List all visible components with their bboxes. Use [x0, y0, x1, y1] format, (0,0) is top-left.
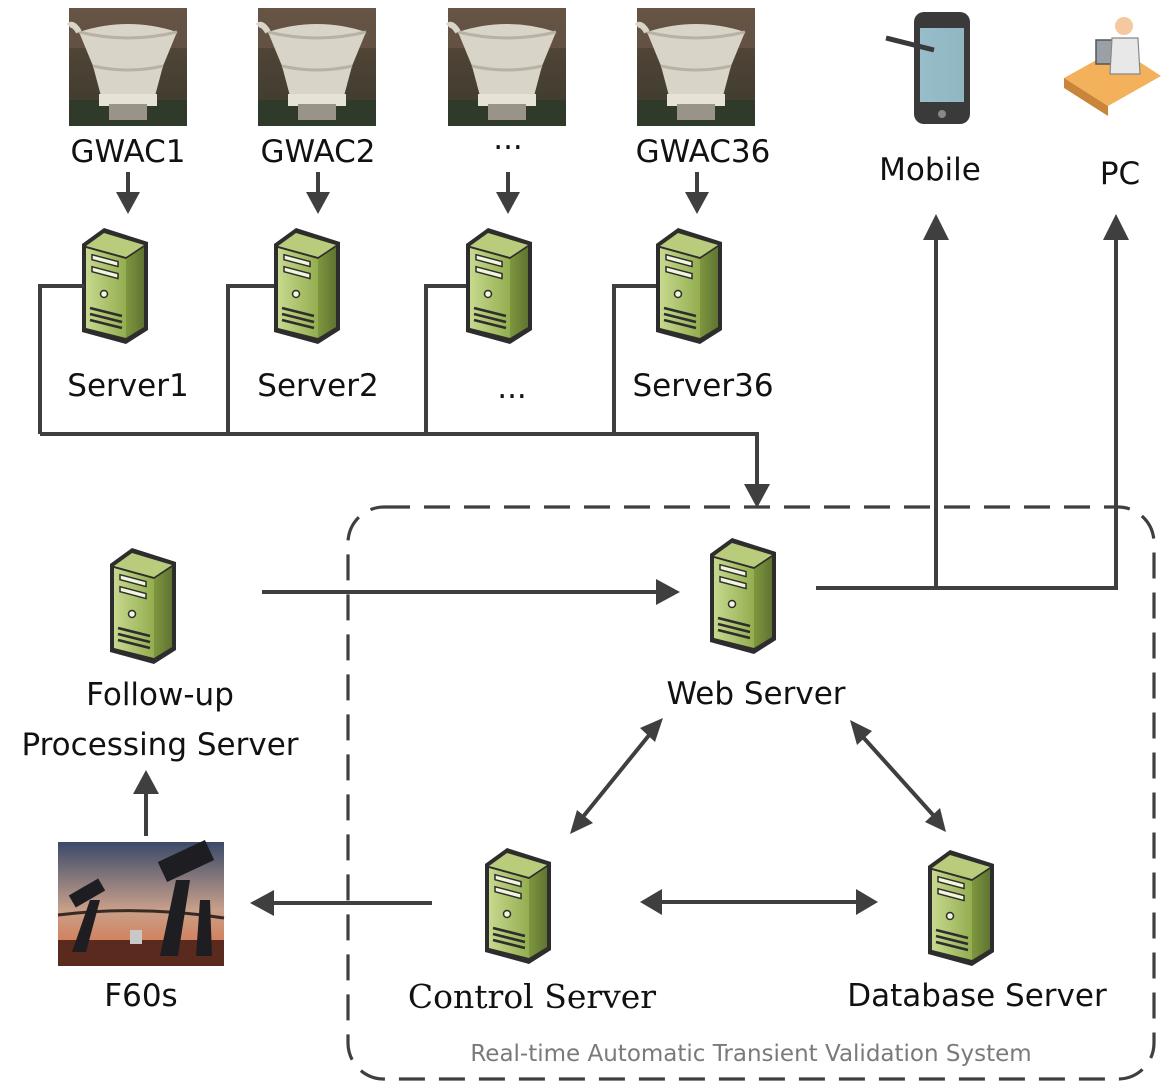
server1-label: Server1 [67, 368, 188, 404]
server-more-label: ... [497, 370, 527, 406]
arrow-followup-web [262, 579, 680, 605]
tablet-icon [885, 12, 970, 124]
system-boundary [346, 505, 1156, 1081]
gwac36-photo [637, 8, 755, 126]
gwac1-photo [69, 8, 187, 126]
followup-label-line2: Processing Server [21, 727, 298, 763]
f60-telescope-photo [57, 840, 225, 966]
arrow-web-control [570, 718, 663, 834]
arrow-f60-followup [133, 770, 159, 836]
arrow-control-database [640, 889, 878, 915]
gwac1-label: GWAC1 [70, 134, 185, 170]
web-server-label: Web Server [666, 676, 845, 712]
server-bus [38, 284, 770, 508]
server1-icon [80, 226, 150, 346]
server2-label: Server2 [257, 368, 378, 404]
arrow-web-database [850, 720, 946, 832]
database-server-icon [926, 848, 996, 968]
followup-label-line1: Follow-up [86, 677, 234, 713]
arrow-gwac-more-server-more [496, 172, 520, 214]
arrow-control-f60 [250, 890, 432, 916]
arrow-gwac1-server1 [116, 172, 140, 214]
mobile-label: Mobile [879, 152, 981, 188]
server2-icon [272, 226, 342, 346]
pc-label: PC [1100, 156, 1140, 192]
web-server-icon [708, 536, 778, 656]
gwac-more-label: ··· [493, 130, 523, 166]
gwac-more-photo [448, 8, 566, 126]
system-caption: Real-time Automatic Transient Validation… [470, 1041, 1031, 1067]
followup-server-icon [108, 546, 178, 666]
gwac2-label: GWAC2 [260, 134, 375, 170]
database-server-label: Database Server [847, 978, 1107, 1014]
control-server-icon [483, 846, 553, 966]
arrow-gwac36-server36 [685, 172, 709, 214]
arrow-gwac2-server2 [306, 172, 330, 214]
f60-label: F60s [104, 978, 177, 1014]
gwac2-photo [258, 8, 376, 126]
server-more-icon [464, 226, 534, 346]
server36-icon [654, 226, 724, 346]
pc-user-icon [1064, 17, 1161, 116]
arrows-web-to-clients [816, 214, 1129, 590]
control-server-label: Control Server [408, 977, 656, 1016]
gwac36-label: GWAC36 [636, 134, 771, 170]
server36-label: Server36 [632, 368, 773, 404]
